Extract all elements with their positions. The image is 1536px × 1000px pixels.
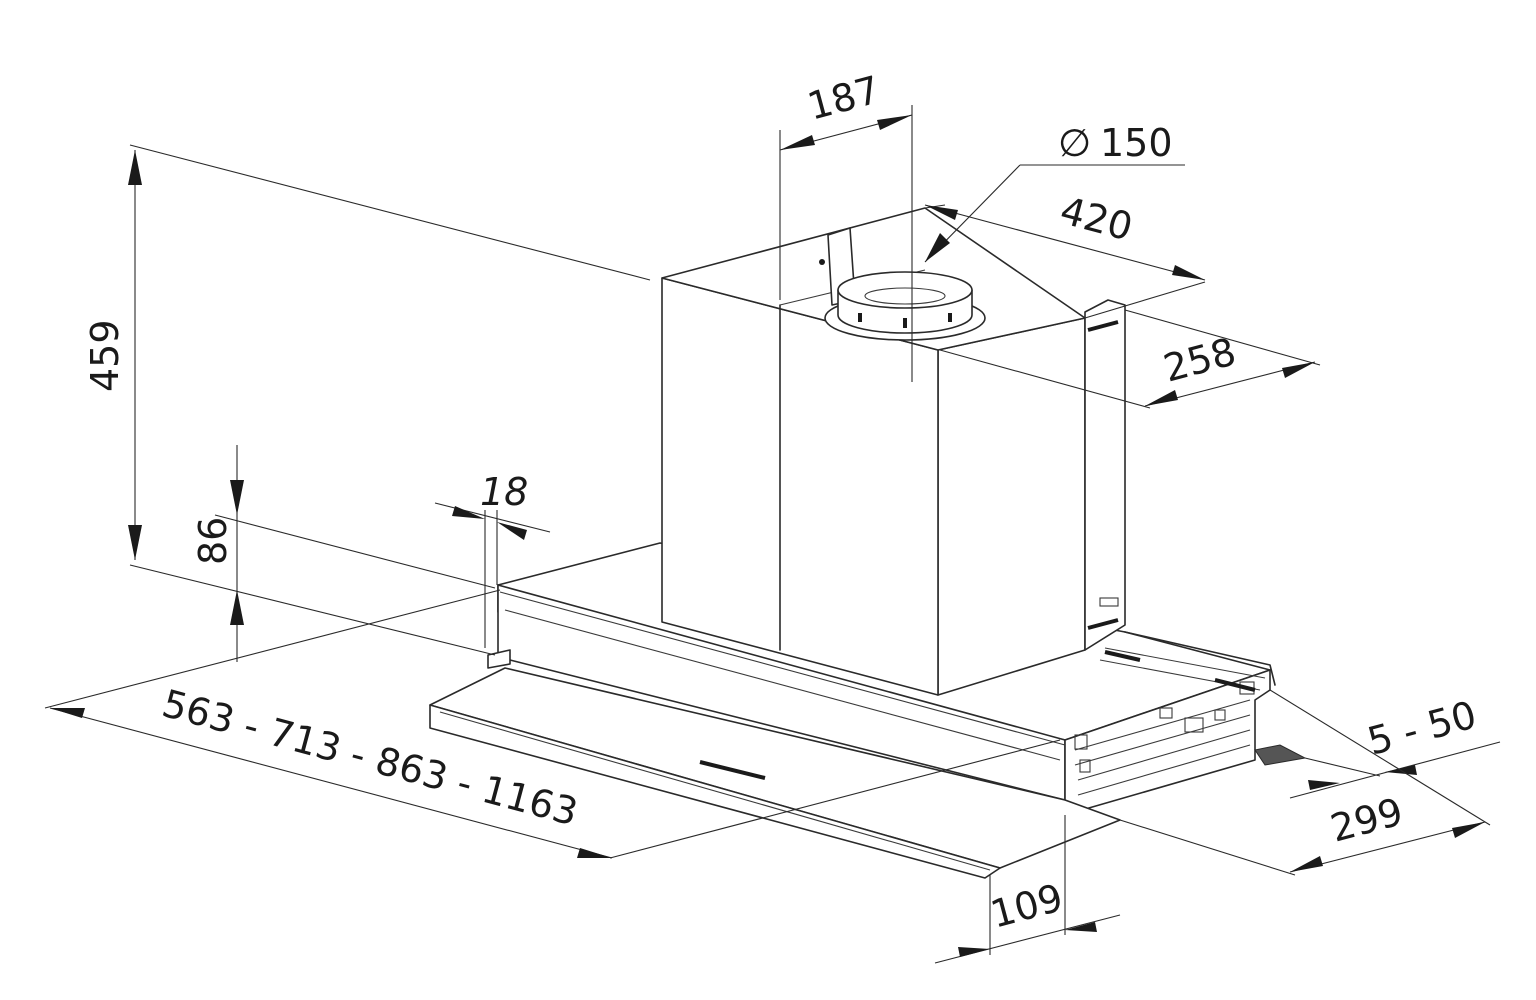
dim-extension-range: 5 - 50 xyxy=(1363,693,1481,764)
wall-bracket xyxy=(1084,299,1126,651)
duct-collar xyxy=(824,271,986,341)
dimension-lines xyxy=(44,105,1501,964)
dim-front-panel-height: 86 xyxy=(191,517,235,565)
connector-icon xyxy=(1184,717,1204,733)
dim-body-depth: 299 xyxy=(1326,789,1407,850)
canopy-front-face xyxy=(497,584,1066,801)
extension-plate xyxy=(1254,744,1307,766)
chimney xyxy=(661,207,1126,696)
pull-out-visor xyxy=(429,667,1307,879)
chimney-side-face xyxy=(937,317,1086,696)
dim-duct-diameter: 150 xyxy=(1100,121,1173,165)
corner-bracket xyxy=(487,649,511,669)
visor-handle xyxy=(699,760,766,780)
dim-total-height: 459 xyxy=(83,319,127,392)
dim-chimney-width: 187 xyxy=(803,67,884,128)
dim-panel-thickness: 18 xyxy=(480,470,528,514)
dim-chimney-depth: 420 xyxy=(1056,188,1137,249)
screw-icon xyxy=(1074,734,1088,750)
screw-icon xyxy=(1214,709,1226,721)
collar-rim xyxy=(837,271,973,309)
diameter-symbol: ∅ xyxy=(1058,121,1091,165)
screw-icon xyxy=(1079,759,1091,773)
screw-icon xyxy=(819,259,825,265)
dim-bracket-depth: 258 xyxy=(1159,329,1240,390)
dim-drawer-depth: 109 xyxy=(986,875,1067,936)
screw-icon xyxy=(1159,707,1173,719)
